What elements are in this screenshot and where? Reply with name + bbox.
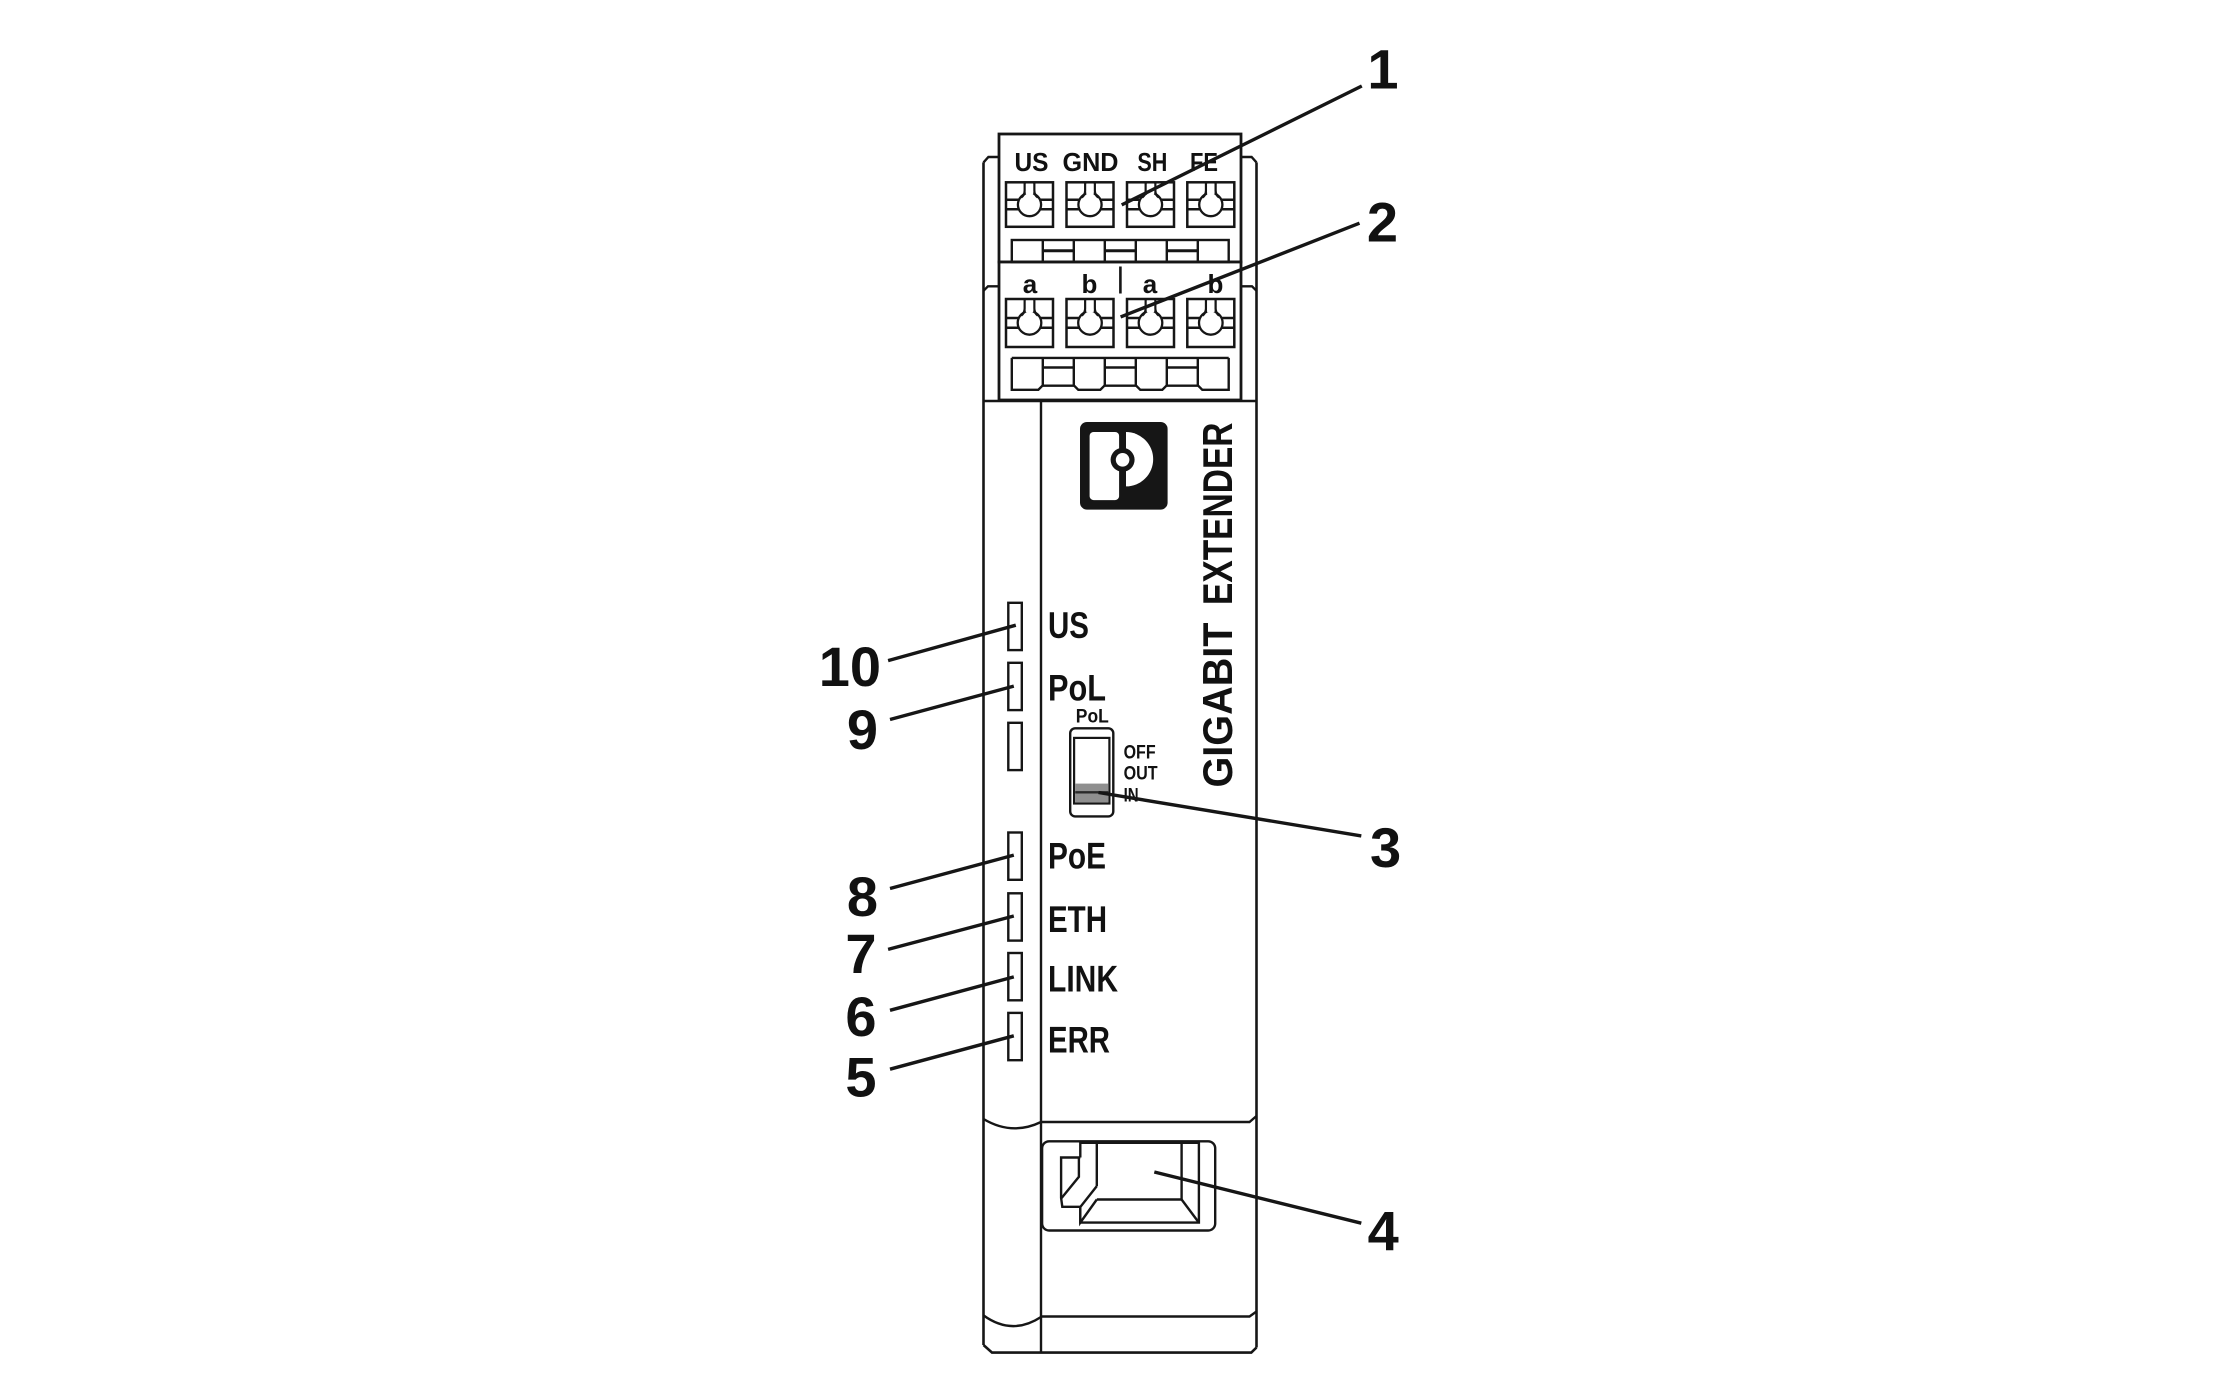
svg-text:7: 7 [845,922,876,985]
svg-text:ERR: ERR [1048,1019,1110,1060]
svg-text:5: 5 [845,1046,876,1109]
svg-text:GIGABIT: GIGABIT [1194,622,1241,787]
svg-text:FE: FE [1190,147,1218,177]
svg-text:2: 2 [1367,191,1398,254]
svg-text:1: 1 [1367,37,1398,100]
svg-text:PoL: PoL [1048,667,1106,708]
svg-text:US: US [1015,147,1049,177]
svg-text:PoL: PoL [1076,707,1109,728]
svg-text:ETH: ETH [1048,899,1107,940]
svg-text:PoE: PoE [1048,836,1106,877]
svg-text:SH: SH [1137,147,1167,177]
svg-text:9: 9 [847,698,878,761]
svg-text:LINK: LINK [1048,959,1118,1000]
svg-text:3: 3 [1370,816,1401,879]
svg-text:b: b [1207,269,1223,299]
svg-text:US: US [1048,605,1089,646]
svg-text:6: 6 [845,985,876,1048]
svg-text:IN: IN [1124,786,1139,807]
svg-text:10: 10 [819,635,881,698]
svg-text:4: 4 [1368,1200,1399,1263]
svg-text:8: 8 [847,865,878,928]
svg-text:a: a [1143,269,1158,299]
svg-text:b: b [1082,269,1098,299]
svg-text:EXTENDER: EXTENDER [1194,423,1241,606]
svg-text:a: a [1023,269,1038,299]
svg-text:GND: GND [1063,147,1119,177]
svg-text:OFF: OFF [1124,743,1156,764]
svg-text:OUT: OUT [1124,764,1158,785]
